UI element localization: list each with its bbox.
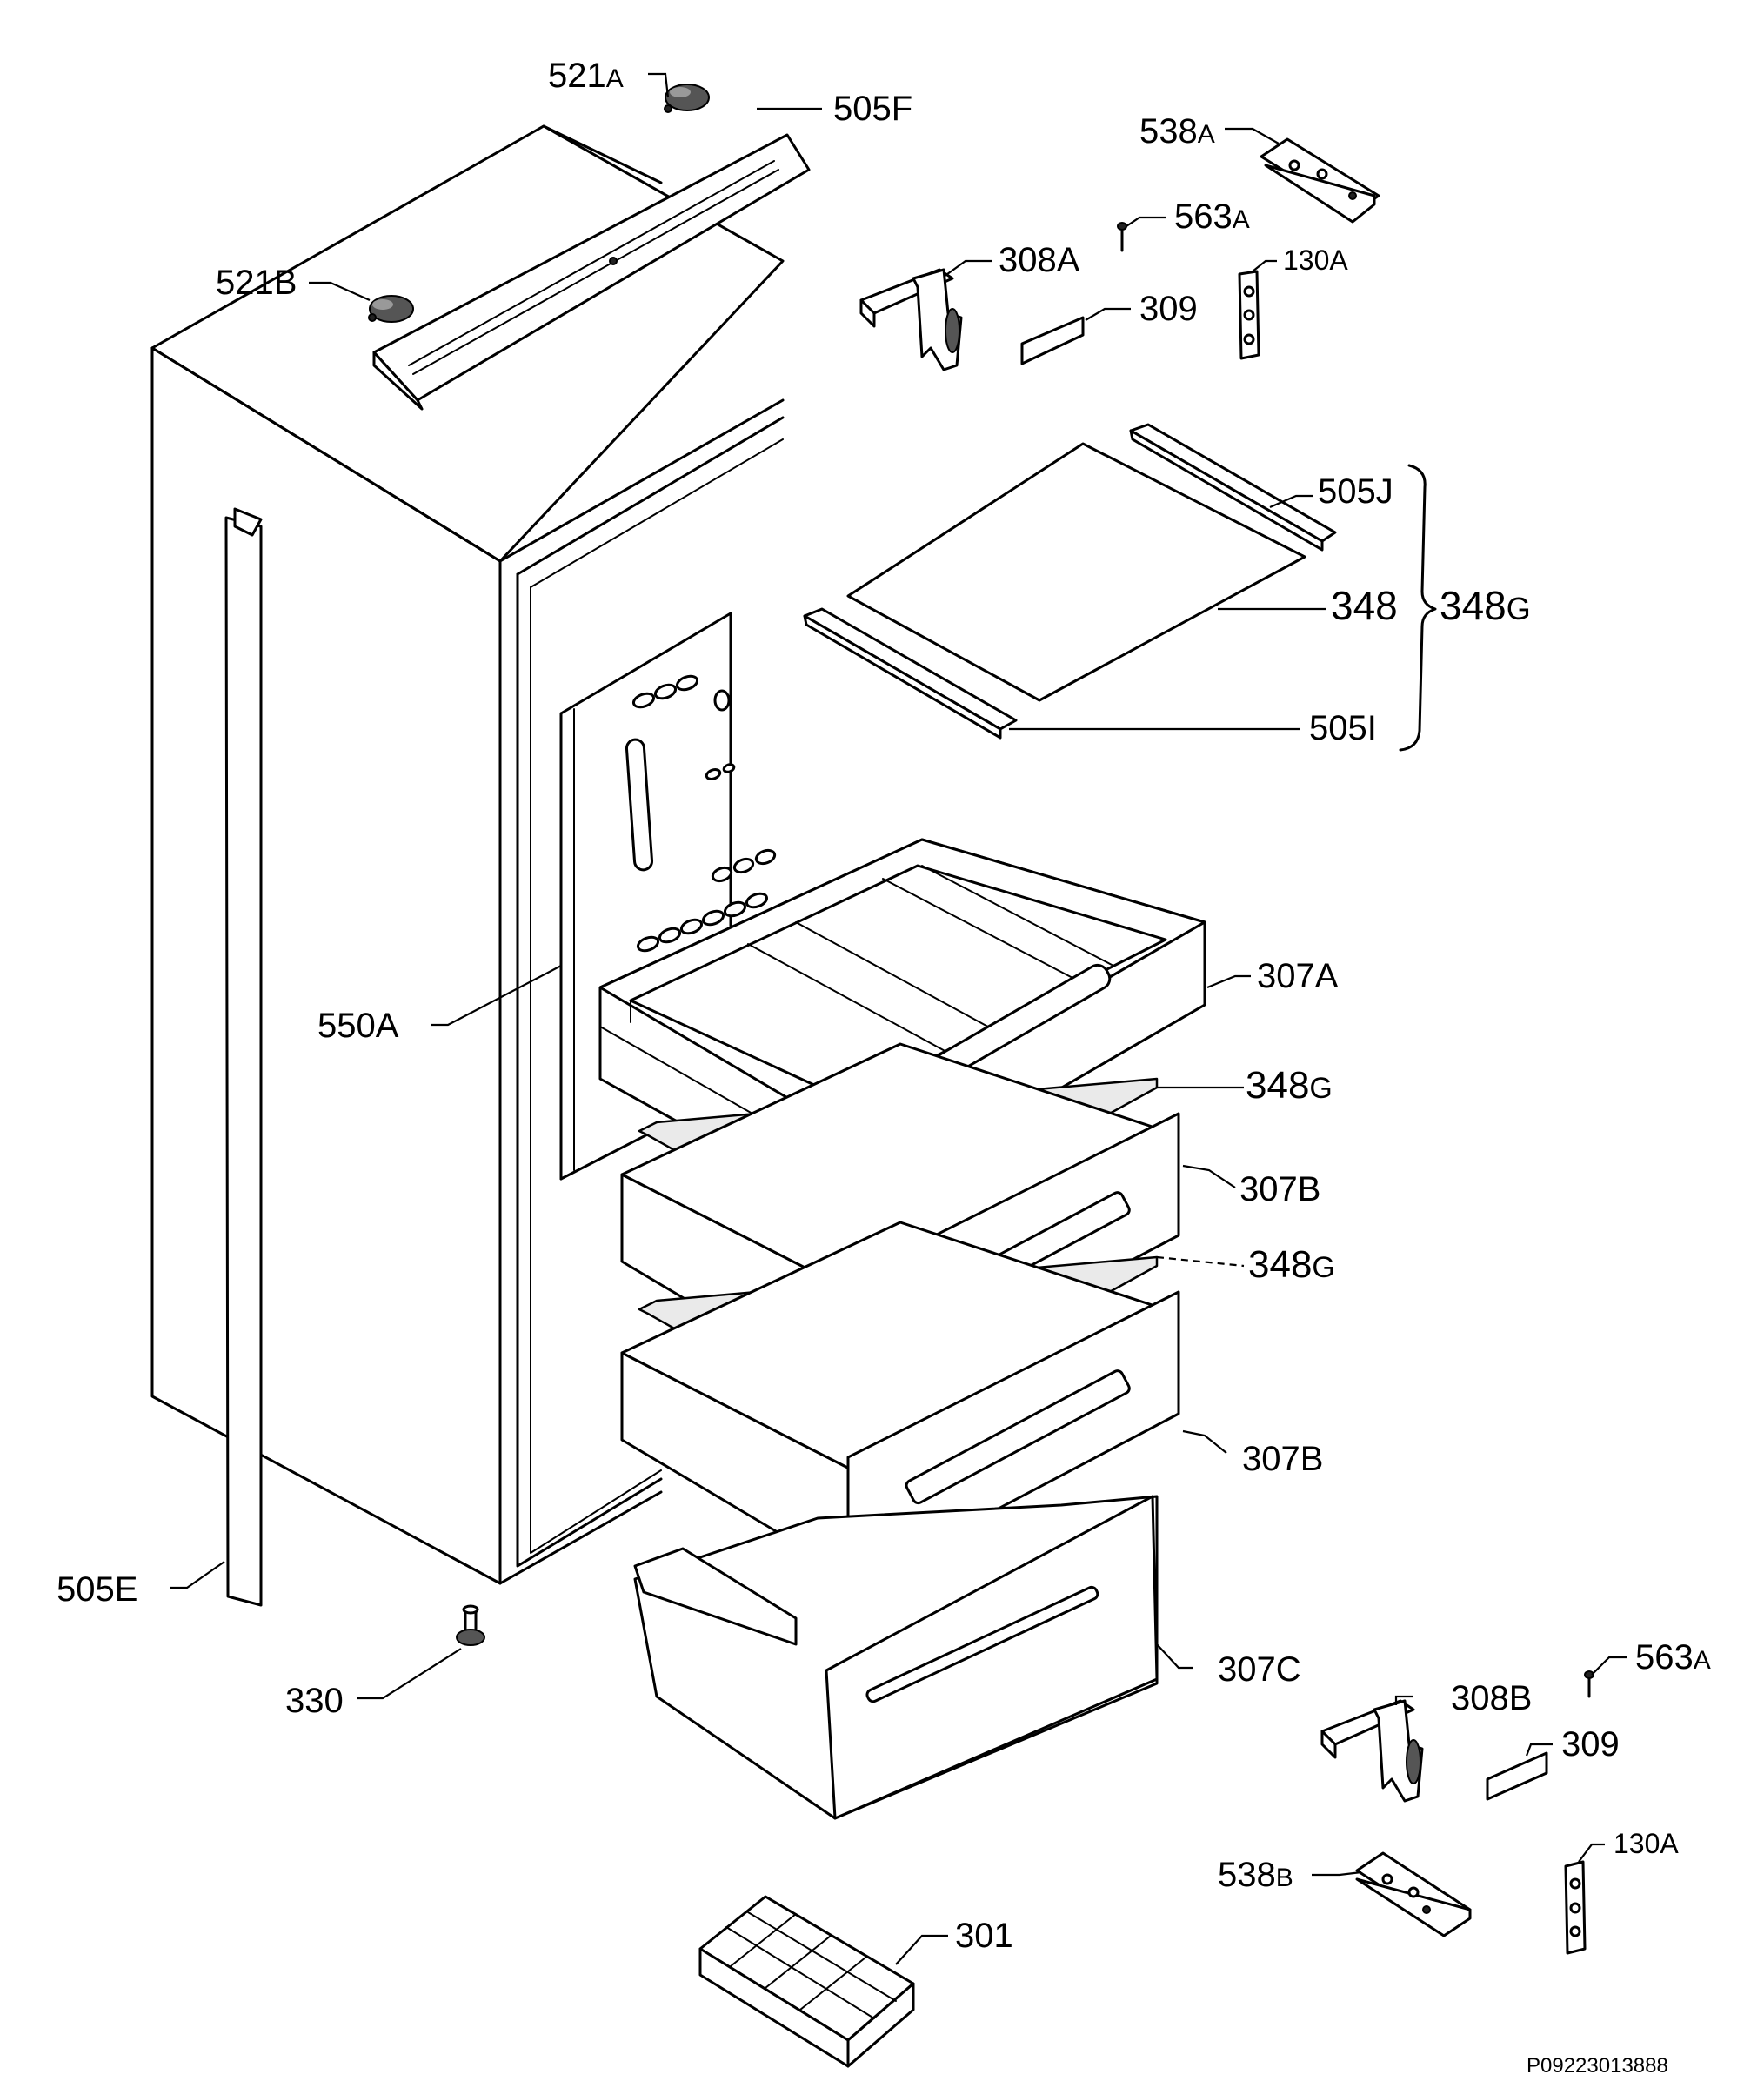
door-hinge-308b: [1320, 1699, 1424, 1803]
label-505j: 505J: [1318, 472, 1393, 511]
label-521b: 521B: [216, 264, 297, 302]
label-308a: 308A: [999, 241, 1080, 279]
cover-plate-309-bottom: [1486, 1751, 1548, 1801]
door-hinge-308a: [859, 268, 963, 371]
part-labels: 521A 505F 538A 563A 130A 521B 308A 309 5…: [57, 57, 1711, 2078]
cover-plate-309-top: [1020, 316, 1085, 365]
leader-lines: [170, 72, 1627, 1965]
label-563a-top: 563A: [1174, 197, 1250, 236]
label-307c: 307C: [1218, 1650, 1301, 1689]
control-panel: [625, 674, 777, 953]
drawer-307b-lower: [620, 1221, 1180, 1594]
label-308b: 308B: [1451, 1679, 1532, 1717]
label-348g-2: 348G: [1248, 1243, 1335, 1286]
label-309-bottom: 309: [1561, 1725, 1620, 1763]
adjustable-foot-330: [456, 1604, 485, 1646]
label-330: 330: [285, 1682, 344, 1720]
hinge-bracket-538a: [1260, 137, 1380, 224]
label-307b-1: 307B: [1239, 1170, 1320, 1208]
label-348: 348: [1331, 583, 1398, 628]
label-538b: 538B: [1218, 1856, 1293, 1894]
hinge-plate-130a-top: [1238, 270, 1260, 360]
label-521a: 521A: [548, 57, 624, 95]
knob-521a: [664, 84, 710, 113]
knob-521b: [368, 295, 414, 323]
shelf-trim-505i: [803, 607, 1018, 740]
side-trim-strip-505e: [224, 507, 263, 1607]
label-301: 301: [955, 1917, 1013, 1955]
label-130a-top: 130A: [1283, 244, 1348, 276]
label-563a-bottom: 563A: [1635, 1638, 1711, 1676]
label-505i: 505I: [1309, 709, 1377, 747]
top-rail-505f: [372, 133, 811, 411]
ice-cube-tray-301: [698, 1895, 915, 2068]
screw-563a-top: [1117, 222, 1127, 252]
label-130a-bottom: 130A: [1614, 1828, 1679, 1859]
label-307a: 307A: [1257, 957, 1339, 995]
drawer-307c: [633, 1495, 1159, 1820]
screw-563a-bottom: [1584, 1670, 1594, 1698]
glass-shelf-348: [846, 442, 1306, 702]
label-348g-1: 348G: [1246, 1064, 1333, 1107]
label-307b-2: 307B: [1242, 1440, 1323, 1478]
label-550a: 550A: [317, 1007, 399, 1045]
drawing-reference: P09223013888: [1527, 2054, 1668, 2078]
label-538a: 538A: [1139, 112, 1215, 151]
hinge-bracket-538b: [1355, 1851, 1472, 1937]
label-348g-group: 348G: [1440, 583, 1531, 628]
label-505f: 505F: [833, 90, 912, 128]
shelf-trim-505j: [1129, 423, 1337, 552]
label-505e: 505E: [57, 1570, 137, 1609]
label-309-top: 309: [1139, 290, 1198, 328]
hinge-plate-130a-bottom: [1564, 1860, 1587, 1955]
group-brace: [1399, 464, 1437, 752]
